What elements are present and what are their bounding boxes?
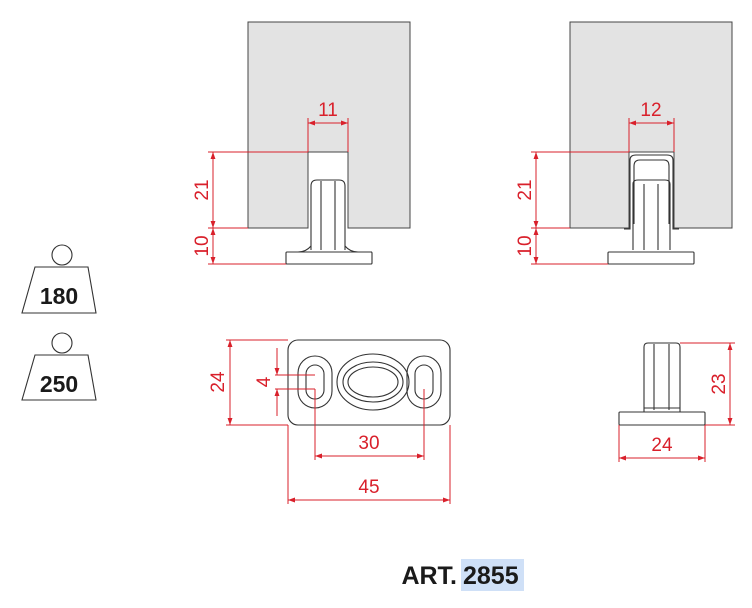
door-panel (247, 21, 411, 229)
plate-top-view: 24 4 30 45 (208, 339, 451, 504)
door-panel (569, 21, 733, 229)
weight-label: 180 (40, 283, 78, 309)
dim-hole-spacing: 30 (358, 433, 379, 454)
article-number-highlight (461, 559, 524, 591)
dim-slot: 4 (254, 376, 275, 387)
article-prefix: ART. (401, 562, 457, 590)
front-view-1: 11 21 10 (192, 21, 411, 265)
weight-icon-250: 250 (21, 332, 97, 401)
base-plate (607, 251, 695, 265)
side-view: 23 24 (618, 342, 735, 462)
dim-base-width: 24 (651, 435, 673, 456)
base-plate (285, 251, 373, 265)
front-view-2: 12 21 10 (515, 21, 733, 265)
dim-base: 10 (515, 235, 536, 256)
weight-label: 250 (40, 371, 78, 397)
dim-height: 23 (709, 373, 730, 394)
dim-base: 10 (192, 235, 213, 256)
dim-width: 12 (640, 100, 661, 121)
dim-height: 24 (208, 371, 229, 393)
weight-icon-180: 180 (21, 244, 97, 314)
pin-stem (310, 179, 346, 250)
pin-cap (624, 154, 679, 230)
dim-height: 21 (515, 179, 536, 200)
dim-length: 45 (358, 477, 379, 498)
dim-height: 21 (192, 179, 213, 200)
pin-stem (632, 179, 671, 250)
dim-width: 11 (318, 100, 338, 121)
article-number: 2855 (463, 562, 519, 590)
